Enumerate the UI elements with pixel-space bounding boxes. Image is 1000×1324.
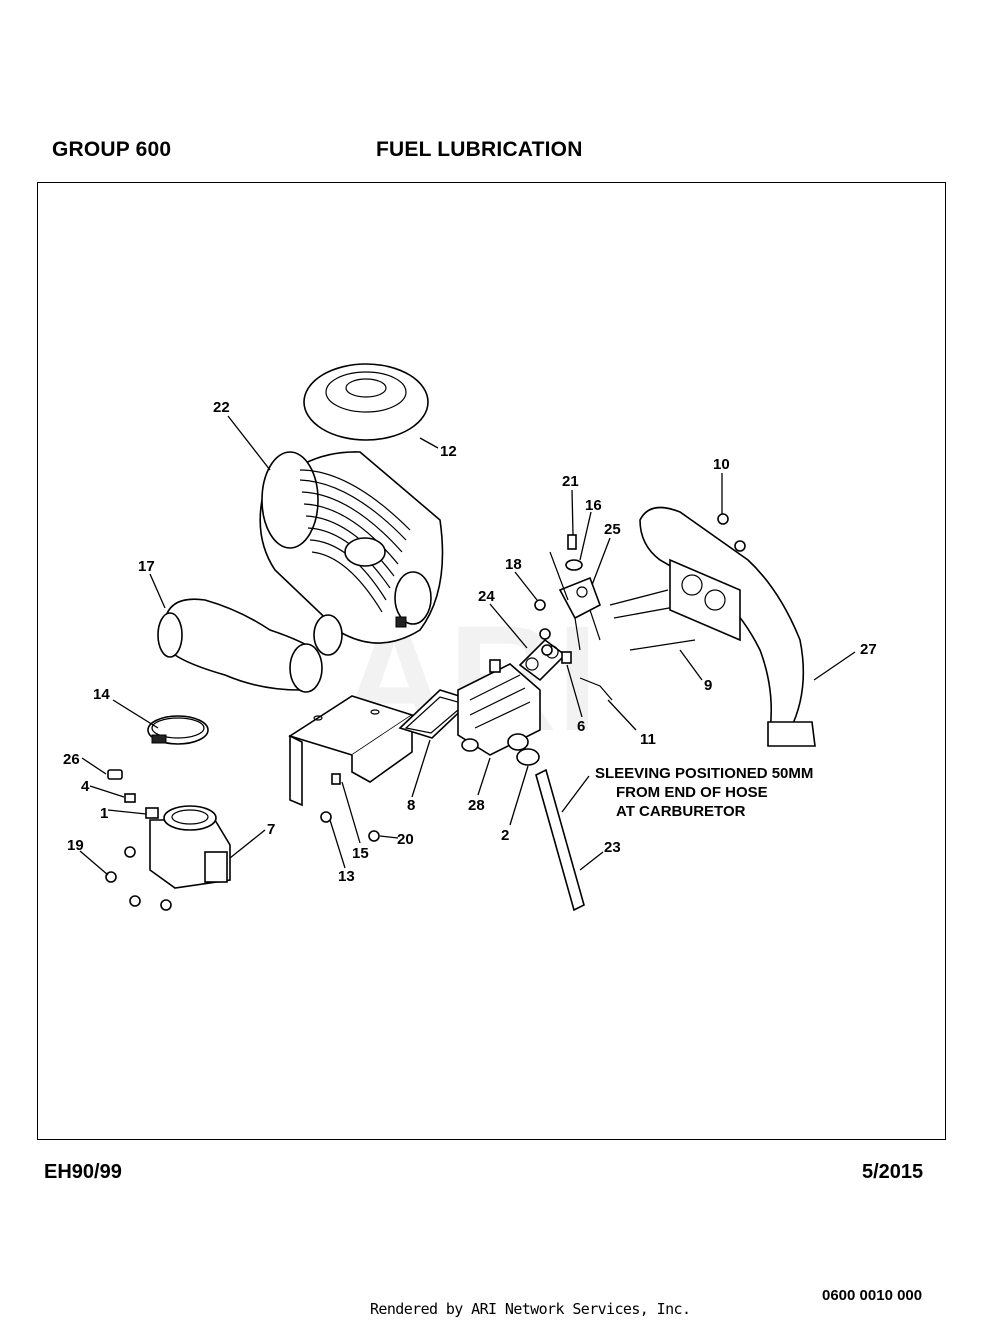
part-18-nut [534,599,546,611]
part-14-clamp [147,715,209,745]
callout-26: 26 [63,751,80,768]
callout-11: 11 [640,731,656,748]
model-label: EH90/99 [44,1161,122,1183]
part-12-cover [303,363,429,441]
part-24-nut [539,628,551,640]
part-9-studs [609,589,696,651]
sleeving-note: SLEEVING POSITIONED 50MM FROM END OF HOS… [595,765,813,820]
date-label: 5/2015 [862,1161,924,1183]
diagram-frame [37,182,946,1140]
part-20-screw [368,830,380,842]
note-line-2: FROM END OF HOSE [616,784,768,801]
part-27-manifold [639,506,816,747]
callout-20: 20 [397,831,414,848]
part-19-nuts [105,846,172,911]
callout-15: 15 [352,845,369,862]
callout-9: 9 [704,677,712,694]
callout-10: 10 [713,456,730,473]
callout-numbers: 22 12 21 16 10 25 17 18 24 27 9 14 6 11 … [63,399,877,885]
group-label: GROUP 600 [52,138,172,161]
part-1-fitting [145,807,159,819]
part-4-fitting [124,793,136,803]
callout-1: 1 [100,805,108,822]
callout-19: 19 [67,837,84,854]
part-6-fitting [561,651,572,664]
page-title: FUEL LUBRICATION [376,138,583,161]
callout-18: 18 [505,556,522,573]
callout-12: 12 [440,443,457,460]
callout-17: 17 [138,558,155,575]
part-28-carburetor [457,659,541,756]
part-10-nut [717,513,729,525]
note-line-1: SLEEVING POSITIONED 50MM [595,765,813,782]
callout-7: 7 [267,821,275,838]
note-line-3: AT CARBURETOR [616,803,746,820]
callout-21: 21 [562,473,579,490]
bracket-stud [331,773,341,785]
callout-22: 22 [213,399,230,416]
part-7-adapter [149,805,231,889]
part-13-screw [320,811,332,823]
rendered-by-credit: Rendered by ARI Network Services, Inc. [370,1300,691,1318]
hose-clamp [313,614,343,656]
callout-16: 16 [585,497,602,514]
part-code: 0600 0010 000 [822,1287,923,1304]
part-11-rod [579,677,613,701]
part-15-bracket [288,695,414,807]
callout-4: 4 [81,778,90,795]
part-21-screw [567,534,577,550]
part-16-clip [565,559,583,571]
callout-27: 27 [860,641,877,658]
part-24-nut [541,644,553,656]
part-17-hose [157,598,323,693]
callout-25: 25 [604,521,621,538]
leader-lines [79,415,856,876]
callout-13: 13 [338,868,355,885]
callout-23: 23 [604,839,621,856]
callout-14: 14 [93,686,110,703]
part-2-clamp [516,748,540,766]
part-23-sleeving [535,768,585,912]
part-25-linkage [549,551,601,651]
callout-28: 28 [468,797,485,814]
callout-2: 2 [501,827,509,844]
part-22-air-cleaner [259,451,444,644]
part-26-fitting [107,769,123,780]
callout-8: 8 [407,797,415,814]
callout-24: 24 [478,588,495,605]
callout-6: 6 [577,718,585,735]
